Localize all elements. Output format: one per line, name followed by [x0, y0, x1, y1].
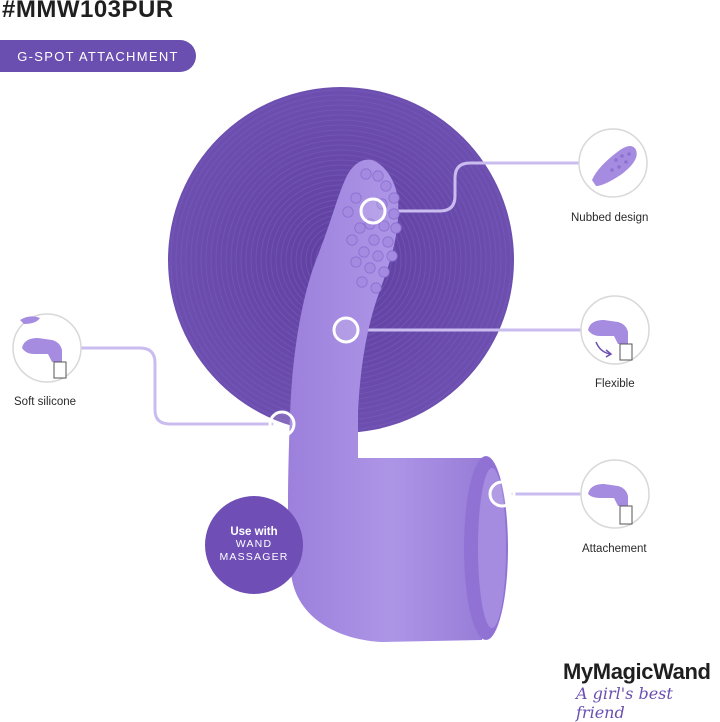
marker-attachment: [488, 480, 516, 508]
badge-line-3: MASSAGER: [219, 551, 289, 563]
category-pill-label: G-SPOT ATTACHMENT: [17, 48, 179, 64]
brand-logo: MyMagicWand: [563, 659, 711, 684]
callout-lines: [78, 161, 582, 496]
feature-label-flexible: Flexible: [595, 378, 635, 390]
callout-markers: [268, 197, 516, 508]
badge-line-1: Use with: [230, 526, 278, 538]
marker-flexible: [332, 316, 360, 344]
gspot-attachment: [288, 159, 508, 642]
feature-icon-nubbed: [578, 128, 648, 198]
feature-icon-flexible: [580, 295, 650, 365]
marker-nubbed: [359, 197, 387, 225]
badge-line-2: WAND: [235, 538, 273, 550]
feature-label-silicone: Soft silicone: [14, 396, 77, 408]
feature-label-attachment: Attachement: [582, 543, 647, 555]
brand-tagline: A girl's best friend: [576, 684, 673, 722]
marker-silicone: [268, 410, 296, 438]
feature-label-nubbed: Nubbed design: [571, 212, 649, 224]
product-sku: #MMW103PUR: [2, 0, 174, 23]
category-pill: G-SPOT ATTACHMENT: [0, 40, 196, 72]
use-with-badge: Use with WAND MASSAGER: [205, 496, 303, 594]
feature-icon-attachment: [580, 459, 650, 529]
feature-icon-silicone: [12, 313, 82, 383]
